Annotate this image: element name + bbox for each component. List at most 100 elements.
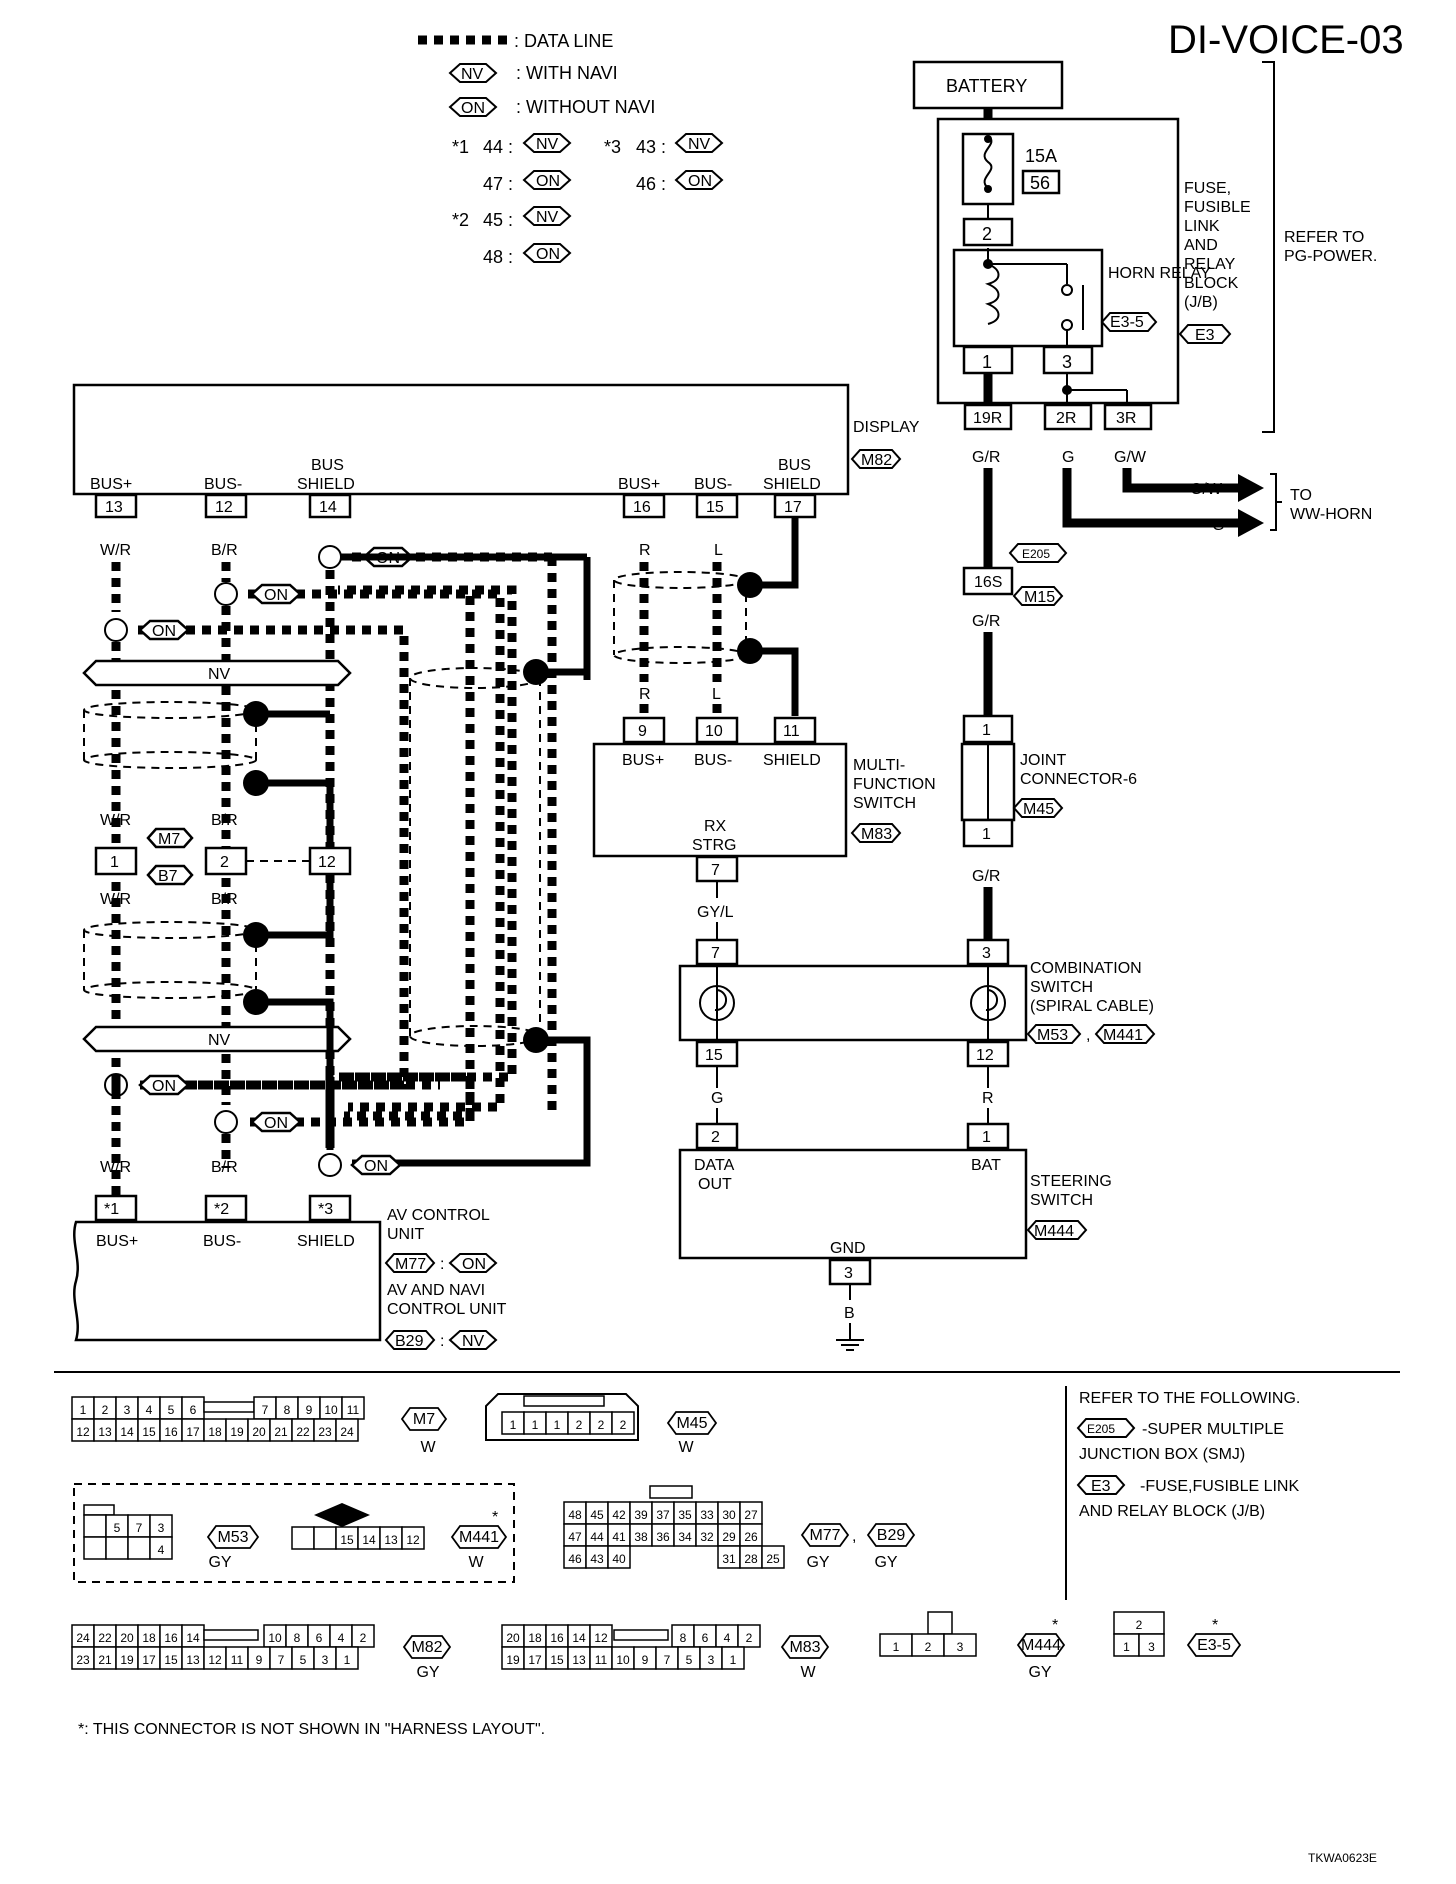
- joint-connector: 1 1 JOINT CONNECTOR-6 M45 G/R: [960, 714, 1137, 940]
- m77-cell: [761, 1545, 785, 1569]
- svg-text:B/R: B/R: [211, 1159, 238, 1176]
- svg-text:JUNCTION BOX (SMJ): JUNCTION BOX (SMJ): [1079, 1446, 1245, 1463]
- svg-text:M83: M83: [861, 826, 892, 843]
- m83-lock: [613, 1629, 669, 1641]
- m53-cell: [149, 1536, 173, 1560]
- m82-cell: [351, 1624, 375, 1648]
- m7-pin: 12: [76, 1425, 90, 1439]
- m77-pin: 36: [656, 1530, 670, 1544]
- m77-pin: 40: [612, 1552, 626, 1566]
- m77-color: GY: [806, 1554, 829, 1571]
- e35-tag: [1186, 1633, 1242, 1657]
- m82-pin: 8: [294, 1631, 301, 1645]
- svg-text:46 :: 46 :: [636, 174, 666, 194]
- m45-pin: 1: [532, 1418, 539, 1432]
- svg-text:NV: NV: [536, 136, 559, 153]
- svg-text:G/R: G/R: [972, 449, 1000, 466]
- m83-pin: 14: [572, 1631, 586, 1645]
- m77-pin: 46: [568, 1552, 582, 1566]
- svg-text:: WITHOUT NAVI: : WITHOUT NAVI: [516, 97, 655, 117]
- svg-text:CONNECTOR-6: CONNECTOR-6: [1020, 771, 1137, 788]
- m83-cell: [737, 1624, 761, 1648]
- svg-text:G/R: G/R: [972, 613, 1000, 630]
- m83-pin: 5: [686, 1653, 693, 1667]
- svg-text:NV: NV: [536, 209, 559, 226]
- svg-text:SWITCH: SWITCH: [1030, 979, 1093, 996]
- e35-label: E3-5: [1197, 1637, 1231, 1654]
- m83-pin: 3: [708, 1653, 715, 1667]
- e35-pin: 2: [1136, 1618, 1143, 1632]
- display-unit: DISPLAY M82 BUS+ BUS- BUS SHIELD BUS+ BU…: [72, 383, 920, 559]
- m82-pin: 24: [76, 1631, 90, 1645]
- m7-pin: 1: [80, 1403, 87, 1417]
- svg-text:1: 1: [982, 1129, 991, 1146]
- svg-text:2: 2: [982, 224, 992, 244]
- svg-text:M82: M82: [861, 452, 892, 469]
- m82-pin: 22: [98, 1631, 112, 1645]
- m444-color: GY: [1028, 1664, 1051, 1681]
- m7-pin: 22: [296, 1425, 310, 1439]
- m83-pin: 18: [528, 1631, 542, 1645]
- svg-text:16: 16: [633, 499, 651, 516]
- m7-pin: 3: [124, 1403, 131, 1417]
- svg-text:13: 13: [105, 499, 123, 516]
- m83-pin: 2: [746, 1631, 753, 1645]
- m77-pin: 31: [722, 1552, 736, 1566]
- svg-text:*3: *3: [318, 1201, 333, 1218]
- m7-cell: [335, 1418, 359, 1442]
- svg-text:M441: M441: [1103, 1027, 1143, 1044]
- svg-text:B/R: B/R: [211, 891, 238, 908]
- m441-pin: 13: [384, 1533, 398, 1547]
- svg-text:PG-POWER.: PG-POWER.: [1284, 248, 1377, 265]
- m45-pin: 1: [510, 1418, 517, 1432]
- m7-pin: 17: [186, 1425, 200, 1439]
- m7-pin: 19: [230, 1425, 244, 1439]
- svg-text:TO: TO: [1290, 487, 1312, 504]
- m77-comma: ,: [852, 1528, 856, 1545]
- m77-pin: 26: [744, 1530, 758, 1544]
- svg-text:(J/B): (J/B): [1184, 294, 1218, 311]
- m7-pin: 15: [142, 1425, 156, 1439]
- m53-cell: [127, 1536, 151, 1560]
- svg-text:AND RELAY BLOCK (J/B): AND RELAY BLOCK (J/B): [1079, 1503, 1265, 1520]
- m45-cell: [611, 1411, 635, 1435]
- svg-text:14: 14: [319, 499, 337, 516]
- m53-cell: [83, 1514, 107, 1538]
- m441-label: M441: [459, 1529, 499, 1546]
- svg-text:ON: ON: [461, 100, 485, 117]
- m7-pin: 11: [347, 1403, 360, 1417]
- m77-pin: 33: [700, 1508, 714, 1522]
- svg-text:-SUPER MULTIPLE: -SUPER MULTIPLE: [1142, 1421, 1284, 1438]
- svg-text:M444: M444: [1034, 1223, 1074, 1240]
- m82-lock: [203, 1629, 259, 1641]
- ground-icon: [836, 1339, 864, 1351]
- svg-text:W/R: W/R: [100, 812, 131, 829]
- fuse-box: [961, 132, 1015, 206]
- m45-pin: 1: [554, 1418, 561, 1432]
- svg-text:7: 7: [711, 862, 720, 879]
- m53-cell: [105, 1536, 129, 1560]
- m77-pin: 32: [700, 1530, 714, 1544]
- m7-pin: 2: [102, 1403, 109, 1417]
- m77-pin: 38: [634, 1530, 648, 1544]
- m77-pin: 35: [678, 1508, 692, 1522]
- svg-text:DISPLAY: DISPLAY: [853, 419, 920, 436]
- m441-lock-icon: [314, 1503, 370, 1527]
- svg-text:15: 15: [706, 499, 724, 516]
- svg-text:L: L: [712, 686, 721, 703]
- m7-pin: 21: [274, 1425, 288, 1439]
- m82-pin: 1: [344, 1653, 351, 1667]
- svg-text:BUS-: BUS-: [204, 476, 242, 493]
- m83-pin: 17: [528, 1653, 542, 1667]
- steering-switch: 2 1 DATA OUT BAT GND STEERING SWITCH M44…: [678, 1122, 1112, 1351]
- m82-pin: 4: [338, 1631, 345, 1645]
- svg-text:B/R: B/R: [211, 542, 238, 559]
- svg-text:R: R: [639, 686, 651, 703]
- svg-text:W/R: W/R: [100, 542, 131, 559]
- svg-text:3: 3: [1062, 352, 1072, 372]
- svg-text:ON: ON: [152, 1078, 176, 1095]
- m82-pin: 11: [231, 1653, 244, 1667]
- m82-pin: 17: [142, 1653, 156, 1667]
- svg-text:G: G: [1212, 517, 1224, 534]
- m82-pin: 20: [120, 1631, 134, 1645]
